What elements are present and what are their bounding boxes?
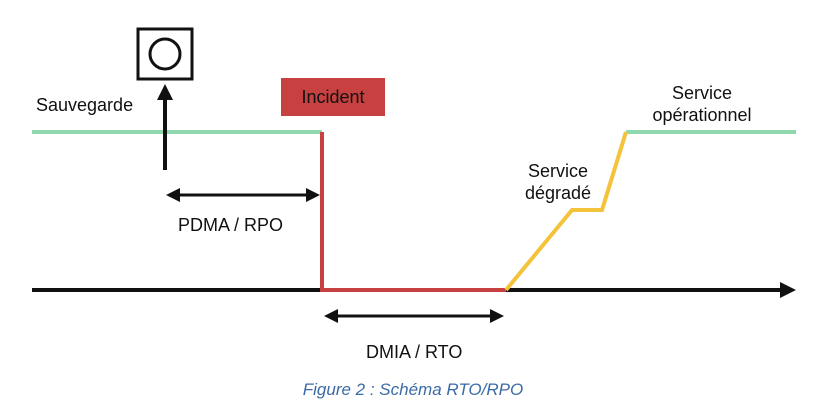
backup-disk-icon [136, 27, 194, 81]
rpo-double-arrow [166, 188, 320, 202]
operational-service-label-line1: Service [671, 83, 733, 103]
backup-arrow-head [157, 84, 173, 100]
operational-service-label-line2: opérationnel [652, 105, 752, 125]
degraded-service-label-line2: dégradé [524, 183, 592, 203]
time-axis-arrowhead [780, 282, 796, 298]
rto-label: DMIA / RTO [366, 342, 463, 362]
backup-label: Sauvegarde [36, 95, 134, 115]
degraded-service-label-line1: Service [527, 161, 589, 181]
incident-label: Incident [281, 78, 385, 116]
incident-outage-line [320, 132, 506, 292]
figure-caption: Figure 2 : Schéma RTO/RPO [302, 380, 524, 399]
rto-double-arrow [324, 309, 504, 323]
degraded-service-label: Service dégradé [508, 160, 608, 204]
rpo-label: PDMA / RPO [178, 215, 284, 235]
operational-service-label: Service opérationnel [632, 82, 772, 126]
recovery-line [504, 131, 628, 292]
